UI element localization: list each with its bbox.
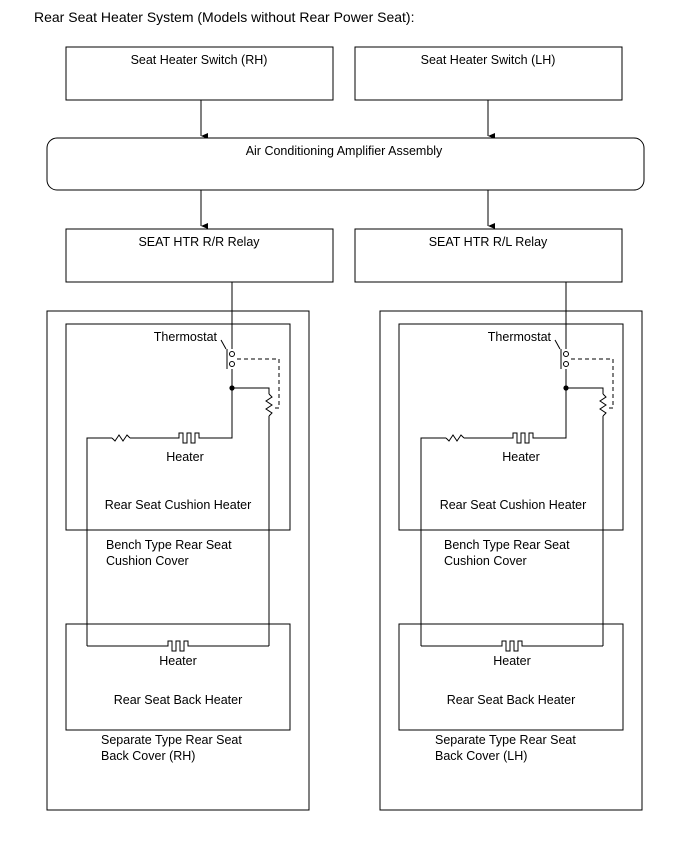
rh-cushion-cover-label-line2: Cushion Cover [106,554,189,568]
lh-thermostat-leader [554,339,561,350]
lh-left-vertical-wire [420,437,446,646]
lh-cushion-heater-element [509,432,537,444]
air-conditioning-amplifier-label: Air Conditioning Amplifier Assembly [246,144,443,158]
lh-cushion-heater-element-label: Heater [502,450,540,464]
lh-cushion-cover-label-line2: Cushion Cover [444,554,527,568]
lh-cushion-heater-label: Rear Seat Cushion Heater [440,498,587,512]
lh-back-heater-element-label: Heater [493,654,531,668]
rh-cushion-heater-box [65,323,291,531]
lh-back-cover-label-line2: Back Cover (LH) [435,749,527,763]
rh-outer-cover-frame [46,310,310,811]
lh-thermostat-symbol [560,349,614,409]
seat-heater-switch-lh-box [354,46,623,101]
rh-cushion-heater-element-label: Heater [166,450,204,464]
lh-outer-cover-frame [379,310,643,811]
lh-left-resistor [445,434,465,442]
rh-back-cover-label-line2: Back Cover (RH) [101,749,195,763]
rh-thermostat-leader [220,339,227,350]
rh-seat-assembly: Thermostat Heater Rear Seat Cushion Heat… [46,282,310,811]
rh-back-heater-box [65,623,291,731]
rh-wire-to-resistor [232,387,270,394]
lh-back-cover-label-line1: Separate Type Rear Seat [435,733,576,747]
rh-cushion-heater-label: Rear Seat Cushion Heater [105,498,252,512]
seat-heater-switch-rh-label: Seat Heater Switch (RH) [131,53,268,67]
diagram-title: Rear Seat Heater System (Models without … [34,9,415,25]
lh-wire-to-resistor [566,387,604,394]
lh-seat-assembly: Thermostat Heater Rear Seat Cushion Heat… [379,282,643,811]
rh-back-heater-element [165,640,191,652]
rh-cushion-heater-element [175,432,203,444]
rh-back-heater-element-label: Heater [159,654,197,668]
relay-rh-box [65,228,334,283]
lh-back-heater-element [499,640,525,652]
rh-thermostat-symbol [226,349,280,409]
rh-back-heater-label: Rear Seat Back Heater [114,693,243,707]
seat-heater-switch-lh-label: Seat Heater Switch (LH) [421,53,556,67]
lh-cushion-cover-label-line1: Bench Type Rear Seat [444,538,570,552]
air-conditioning-amplifier-box [46,137,645,191]
relay-rh-label: SEAT HTR R/R Relay [138,235,260,249]
rh-cushion-cover-label-line1: Bench Type Rear Seat [106,538,232,552]
rh-left-vertical-wire [86,437,112,646]
lh-back-heater-label: Rear Seat Back Heater [447,693,576,707]
rh-wire-to-cushion-heater [203,388,233,439]
rh-thermostat-label: Thermostat [154,330,218,344]
lh-cushion-heater-box [398,323,624,531]
relay-lh-label: SEAT HTR R/L Relay [429,235,548,249]
seat-heater-switch-rh-box [65,46,334,101]
lh-right-resistor [599,393,607,417]
lh-wire-to-cushion-heater [537,388,567,439]
rh-left-resistor [111,434,131,442]
rh-back-cover-label-line1: Separate Type Rear Seat [101,733,242,747]
lh-thermostat-label: Thermostat [488,330,552,344]
lh-back-heater-box [398,623,624,731]
relay-lh-box [354,228,623,283]
rh-right-resistor [265,393,273,417]
